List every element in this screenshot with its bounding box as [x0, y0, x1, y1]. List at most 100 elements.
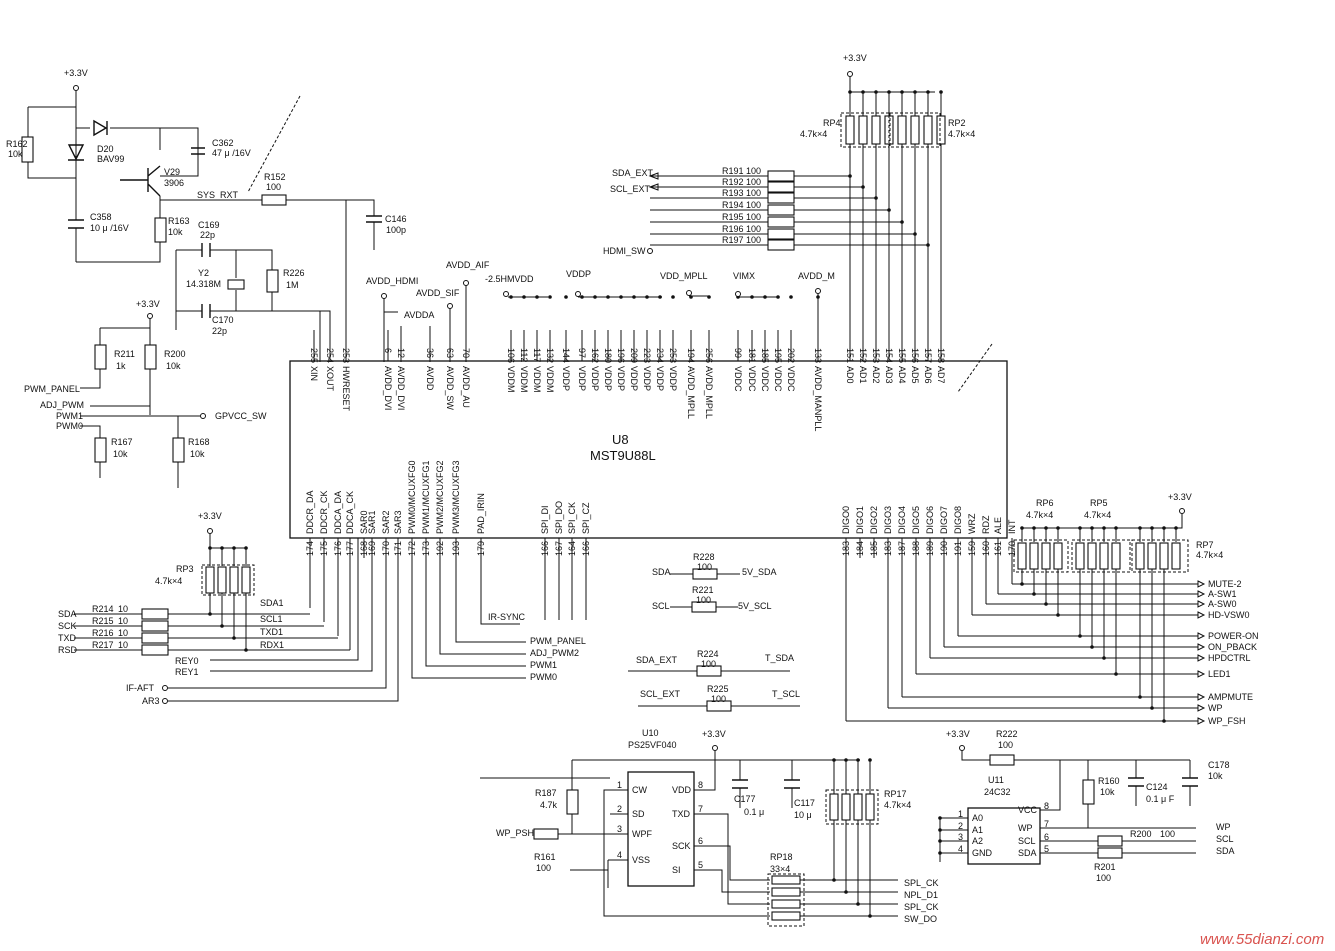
rail-label: AVDD_M [798, 271, 835, 281]
u10-pin-name: SI [672, 865, 681, 875]
rp-resistor-element [923, 115, 933, 145]
c117-capacitor [784, 779, 800, 789]
u8-pin-number: 185 [869, 541, 879, 556]
net-label: NPL_D1 [904, 890, 938, 900]
rp-resistor-element [910, 115, 920, 145]
r222-resistor [989, 754, 1015, 766]
u8-pin-number: 158 [936, 348, 946, 363]
u11-part: 24C32 [984, 787, 1011, 797]
u8-pin-name: VDDM [519, 366, 529, 393]
r-chain-ref: R194 [722, 200, 744, 210]
junction-dot [939, 90, 943, 94]
part-ref: R226 [283, 268, 305, 278]
u8-pin-number: 209 [629, 348, 639, 363]
part-ref: C117 [794, 798, 815, 808]
part-val: 14.318M [186, 279, 221, 289]
r168-resistor [172, 437, 185, 463]
wire [80, 318, 200, 488]
part-ref: C170 [212, 315, 234, 325]
u8-pin-name: AD5 [910, 366, 920, 384]
part-ref: Y2 [198, 268, 209, 278]
r-left-resistor [141, 608, 169, 620]
v29-transistor-icon [120, 165, 161, 197]
part-val: 1M [286, 280, 299, 290]
rail-label: VDDP [566, 269, 591, 279]
u8-pin-number: 97 [577, 348, 587, 358]
junction-dot [832, 878, 836, 882]
u10-pin-number: 1 [617, 780, 622, 790]
u8-pin-name: PWM2/MCUXFG2 [435, 460, 445, 534]
u8-pin-number: 152 [858, 348, 868, 363]
u8-pin-name: DIGO8 [953, 506, 963, 534]
part-ref: R167 [111, 437, 133, 447]
u8-pin-number: 156 [910, 348, 920, 363]
right-net-group: MUTE-2A-SW1A-SW0HD-VSW0POWER-ONON_PBACKH… [845, 538, 1259, 726]
rp-resistor-element [1159, 542, 1169, 570]
u8-pin-name: SPI_DI [540, 505, 550, 534]
part-ref: R211 [114, 349, 135, 359]
u8-pin-name: RDZ [981, 515, 991, 534]
u8-pin-name: DDCR_DA [305, 490, 315, 534]
wire [411, 538, 587, 679]
u8-pin-number: 255 [309, 348, 319, 363]
r152-resistor [261, 194, 287, 206]
part-ref: R201 [1094, 862, 1116, 872]
wire [961, 751, 1196, 854]
u10-pin-number: 6 [698, 836, 703, 846]
r167-resistor [94, 437, 107, 463]
arrow-icon [1197, 670, 1206, 678]
u8-pin-name: AVDD_MPLL [686, 366, 696, 419]
r-mid-resistor [706, 700, 732, 712]
u11-pin-name: A2 [972, 836, 983, 846]
r-mid-resistor [696, 665, 722, 677]
r162-resistor [21, 136, 34, 163]
wire [209, 534, 246, 549]
rail-label: -2.5HMVDD [485, 274, 534, 284]
r-chain-ref: R193 [722, 188, 744, 198]
u8-pin-number: 253 [668, 348, 678, 363]
part-val: 10k [168, 227, 183, 237]
net-label: ADJ_PWM [40, 400, 84, 410]
u8-pin-name: PWM1/MCUXFG1 [421, 460, 431, 534]
u8-pin-name: DIGO6 [925, 506, 935, 534]
part-ref: RP2 [948, 118, 966, 128]
junction-dot [220, 624, 224, 628]
u8-pin-name: AVDD_DVI [383, 366, 393, 410]
part-ref: R222 [996, 729, 1018, 739]
rp-resistor-element [1029, 542, 1039, 570]
part-val: 22p [212, 326, 227, 336]
part-val: 4.7k×4 [800, 129, 827, 139]
wire [383, 285, 819, 362]
wire [1022, 514, 1183, 529]
r-left-val: 10 [118, 640, 128, 650]
net-label: SCL [652, 601, 670, 611]
u8-pin-number: 234 [655, 348, 665, 363]
part-ref: C124 [1146, 782, 1168, 792]
rail-terminal [815, 288, 821, 294]
r-chain-resistor [767, 228, 795, 240]
r-left-ref: R215 [92, 616, 114, 626]
u8-pin-name: SAR2 [381, 510, 391, 534]
r-chain-val: 100 [746, 200, 761, 210]
net-label: PWM1 [56, 411, 83, 421]
r201-resistor [1097, 847, 1123, 859]
rail-label: VDD_MPLL [660, 271, 708, 281]
arrow-icon [1197, 590, 1206, 598]
rp-resistor-element [771, 899, 801, 909]
u8-pin-number: 112 [519, 348, 529, 362]
r-left-resistor [141, 644, 169, 656]
net-label: LED1 [1208, 669, 1231, 679]
u11-pin-number: 5 [1044, 844, 1049, 854]
junction-dot [848, 174, 852, 178]
junction-dot [861, 90, 865, 94]
part-val: 100p [386, 225, 406, 235]
rp-resistor-element [771, 911, 801, 921]
rail-label: AVDD_HDMI [366, 276, 418, 286]
u8-pin-name: AD3 [884, 366, 894, 384]
u8-pin-name: AVDD_MPLL [704, 366, 714, 419]
net-label: PWM1 [530, 660, 557, 670]
rail-terminal [207, 528, 213, 534]
u8-pin-name: AVDD [425, 366, 435, 391]
